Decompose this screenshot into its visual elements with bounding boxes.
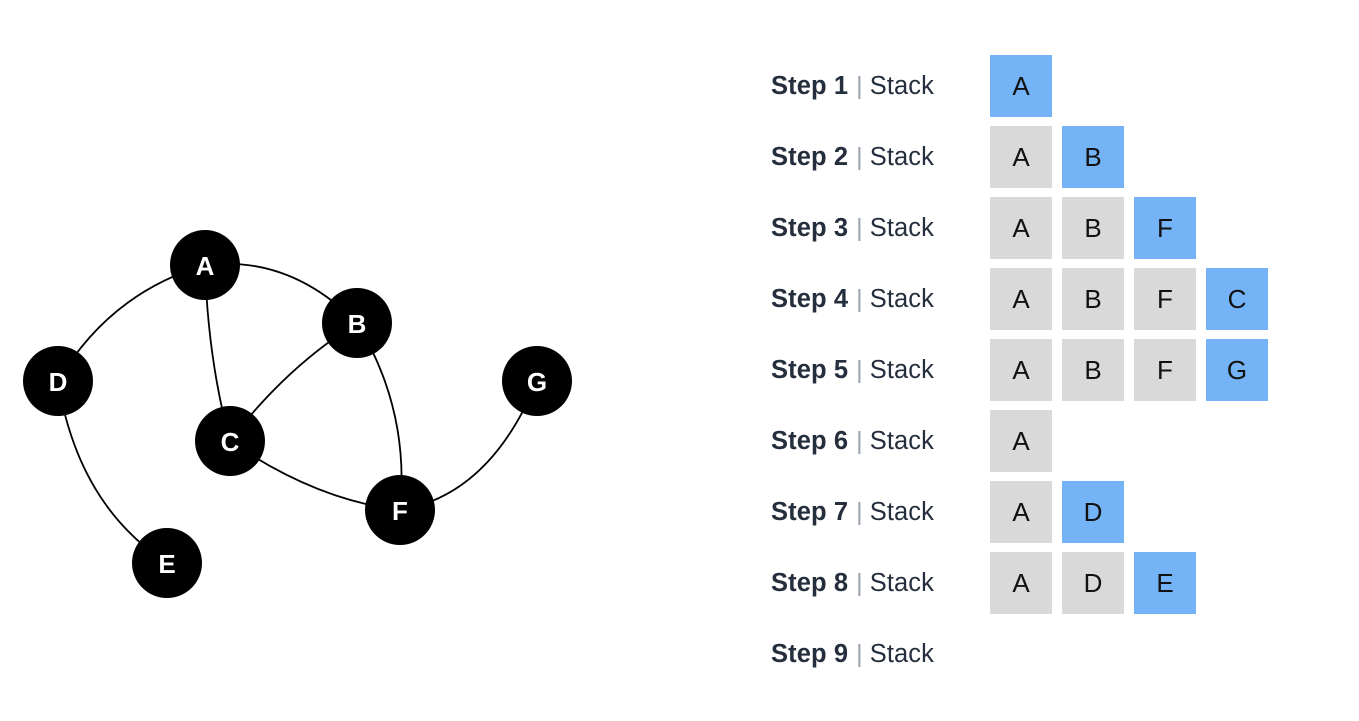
graph-edges [57,262,538,564]
graph-canvas: A B C D E F G [23,230,572,598]
step-separator: | [856,284,863,313]
stack-cell: F [1134,339,1196,401]
step-label: Step 4|Stack [771,268,934,330]
step-separator: | [856,568,863,597]
step-number-label: Step 2 [771,142,849,171]
stack-word-label: Stack [869,568,935,597]
step-separator: | [856,497,863,526]
step-number-label: Step 8 [771,568,849,597]
graph-node-e[interactable]: E [132,528,202,598]
step-number-label: Step 1 [771,71,849,100]
stack-cell: F [1134,197,1196,259]
graph-node-label-b: B [348,309,367,339]
stack-cell: D [1062,481,1124,543]
graph-node-f[interactable]: F [365,475,435,545]
stack-word-label: Stack [869,284,935,313]
graph-node-label-d: D [49,367,68,397]
step-label: Step 9|Stack [771,623,934,685]
step-number-label: Step 3 [771,213,849,242]
graph-node-circle-b [322,288,392,358]
stack-cells: A [990,55,1062,117]
graph-node-circle-g [502,346,572,416]
stack-word-label: Stack [869,426,935,455]
stack-cell: C [1206,268,1268,330]
graph-node-a[interactable]: A [170,230,240,300]
graph-nodes: A B C D E F G [23,230,572,598]
graph-node-circle-f [365,475,435,545]
stack-cell: A [990,410,1052,472]
step-label: Step 1|Stack [771,55,934,117]
step-separator: | [856,639,863,668]
step-label: Step 6|Stack [771,410,934,472]
step-separator: | [856,142,863,171]
graph-panel: A B C D E F G [23,230,572,598]
stack-cell: F [1134,268,1196,330]
step-separator: | [856,71,863,100]
stack-cell: A [990,552,1052,614]
graph-node-label-e: E [158,549,175,579]
graph-node-circle-c [195,406,265,476]
stack-cell: A [990,481,1052,543]
stack-word-label: Stack [869,639,935,668]
graph-node-label-a: A [196,251,215,281]
step-label: Step 7|Stack [771,481,934,543]
stack-word-label: Stack [869,213,935,242]
stack-cell: B [1062,268,1124,330]
graph-node-c[interactable]: C [195,406,265,476]
stack-cells: A [990,410,1062,472]
stack-cell: D [1062,552,1124,614]
step-label: Step 3|Stack [771,197,934,259]
stack-cell: A [990,126,1052,188]
stack-word-label: Stack [869,71,935,100]
graph-node-circle-a [170,230,240,300]
step-separator: | [856,213,863,242]
stack-cell: B [1062,126,1124,188]
stack-cell: G [1206,339,1268,401]
step-number-label: Step 5 [771,355,849,384]
graph-node-label-g: G [527,367,547,397]
stack-cell: A [990,268,1052,330]
step-number-label: Step 7 [771,497,849,526]
stack-word-label: Stack [869,355,935,384]
graph-node-label-c: C [221,427,240,457]
graph-node-label-f: F [392,496,408,526]
step-label: Step 8|Stack [771,552,934,614]
graph-node-circle-d [23,346,93,416]
step-number-label: Step 4 [771,284,849,313]
graph-node-g[interactable]: G [502,346,572,416]
stack-cell: A [990,339,1052,401]
step-label: Step 5|Stack [771,339,934,401]
stack-cell: A [990,197,1052,259]
stack-cell: A [990,55,1052,117]
stack-cell: B [1062,339,1124,401]
step-number-label: Step 6 [771,426,849,455]
stack-cell: B [1062,197,1124,259]
graph-node-circle-e [132,528,202,598]
step-separator: | [856,426,863,455]
graph-node-d[interactable]: D [23,346,93,416]
stack-cell: E [1134,552,1196,614]
step-label: Step 2|Stack [771,126,934,188]
stack-word-label: Stack [869,142,935,171]
stack-word-label: Stack [869,497,935,526]
step-separator: | [856,355,863,384]
graph-node-b[interactable]: B [322,288,392,358]
step-number-label: Step 9 [771,639,849,668]
